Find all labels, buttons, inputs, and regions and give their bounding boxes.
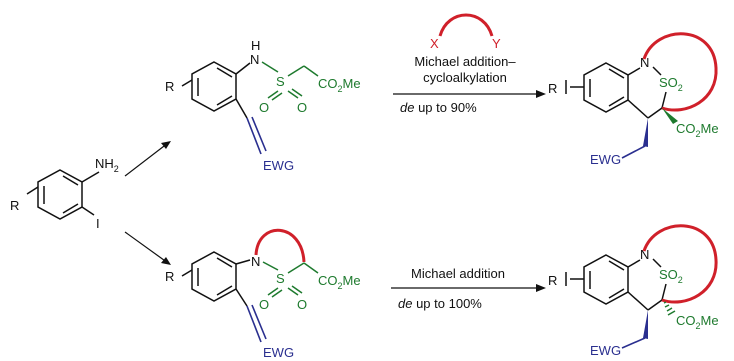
top-int-o1-label: O: [259, 100, 269, 115]
bottom-int-n-label: N: [251, 254, 260, 269]
bottom-prod-spiro-ring: [642, 224, 718, 304]
bottom-int-o1-label: O: [259, 297, 269, 312]
top-de-text: de up to 90%: [400, 100, 477, 115]
top-product: R N SO2 CO2Me EWG: [548, 32, 719, 167]
bottom-reaction-conditions: Michael addition de up to 100%: [391, 266, 546, 311]
bottom-de-text: de up to 100%: [398, 296, 482, 311]
top-prod-ewg-wedge: [643, 118, 648, 147]
bottom-int-ewg-label: EWG: [263, 345, 294, 360]
top-prod-so2-label: SO2: [659, 75, 683, 93]
bottom-int-o2-label: O: [297, 297, 307, 312]
bottom-prod-ewg-wedge: [643, 310, 648, 339]
arrow-to-top-intermediate: [124, 142, 169, 177]
branch-arrows: [124, 141, 171, 265]
top-int-o2-label: O: [297, 100, 307, 115]
top-int-r-label: R: [165, 79, 174, 94]
reagent-x-label: X: [430, 36, 439, 51]
bottom-intermediate: R N S O O CO2Me EWG: [165, 228, 361, 360]
reagent-tether-icon: [438, 13, 494, 37]
start-iodide-label: I: [96, 216, 100, 231]
bottom-int-ester-label: CO2Me: [318, 273, 361, 291]
top-intermediate: R N H S O O CO2Me EWG: [165, 38, 361, 173]
top-prod-ester-label: CO2Me: [676, 121, 719, 139]
top-int-n-label: N: [250, 52, 259, 67]
top-condition-line1: Michael addition–: [414, 54, 516, 69]
bottom-condition-line1: Michael addition: [411, 266, 505, 281]
start-r-label: R: [10, 198, 19, 213]
bottom-prod-so2-label: SO2: [659, 267, 683, 285]
top-int-s-label: S: [276, 74, 285, 89]
top-prod-ester-wedge: [662, 108, 678, 124]
top-int-h-label: H: [251, 38, 260, 53]
top-int-ewg-label: EWG: [263, 158, 294, 173]
starting-material: R NH2 I: [10, 156, 119, 231]
bottom-prod-ester-hash: [663, 301, 676, 316]
bottom-prod-ewg-label: EWG: [590, 343, 621, 358]
top-prod-spiro-ring: [642, 32, 718, 112]
bottom-int-tether-ring: [254, 228, 306, 263]
top-prod-r-label: R: [548, 81, 557, 96]
bottom-prod-n-label: N: [640, 247, 649, 262]
top-prod-ewg-label: EWG: [590, 152, 621, 167]
top-condition-line2: cycloalkylation: [423, 70, 507, 85]
top-int-ester-label: CO2Me: [318, 76, 361, 94]
start-amine-label: NH2: [95, 156, 119, 174]
reagent-y-label: Y: [492, 36, 501, 51]
arrow-to-bottom-intermediate: [124, 231, 169, 264]
top-reaction-conditions: X Y Michael addition– cycloalkylation de…: [393, 13, 546, 115]
top-prod-n-label: N: [640, 55, 649, 70]
bottom-int-r-label: R: [165, 269, 174, 284]
bottom-prod-ester-label: CO2Me: [676, 313, 719, 331]
bottom-product: R N SO2 CO2Me EWG: [548, 224, 719, 358]
bottom-int-s-label: S: [276, 271, 285, 286]
bottom-prod-r-label: R: [548, 273, 557, 288]
